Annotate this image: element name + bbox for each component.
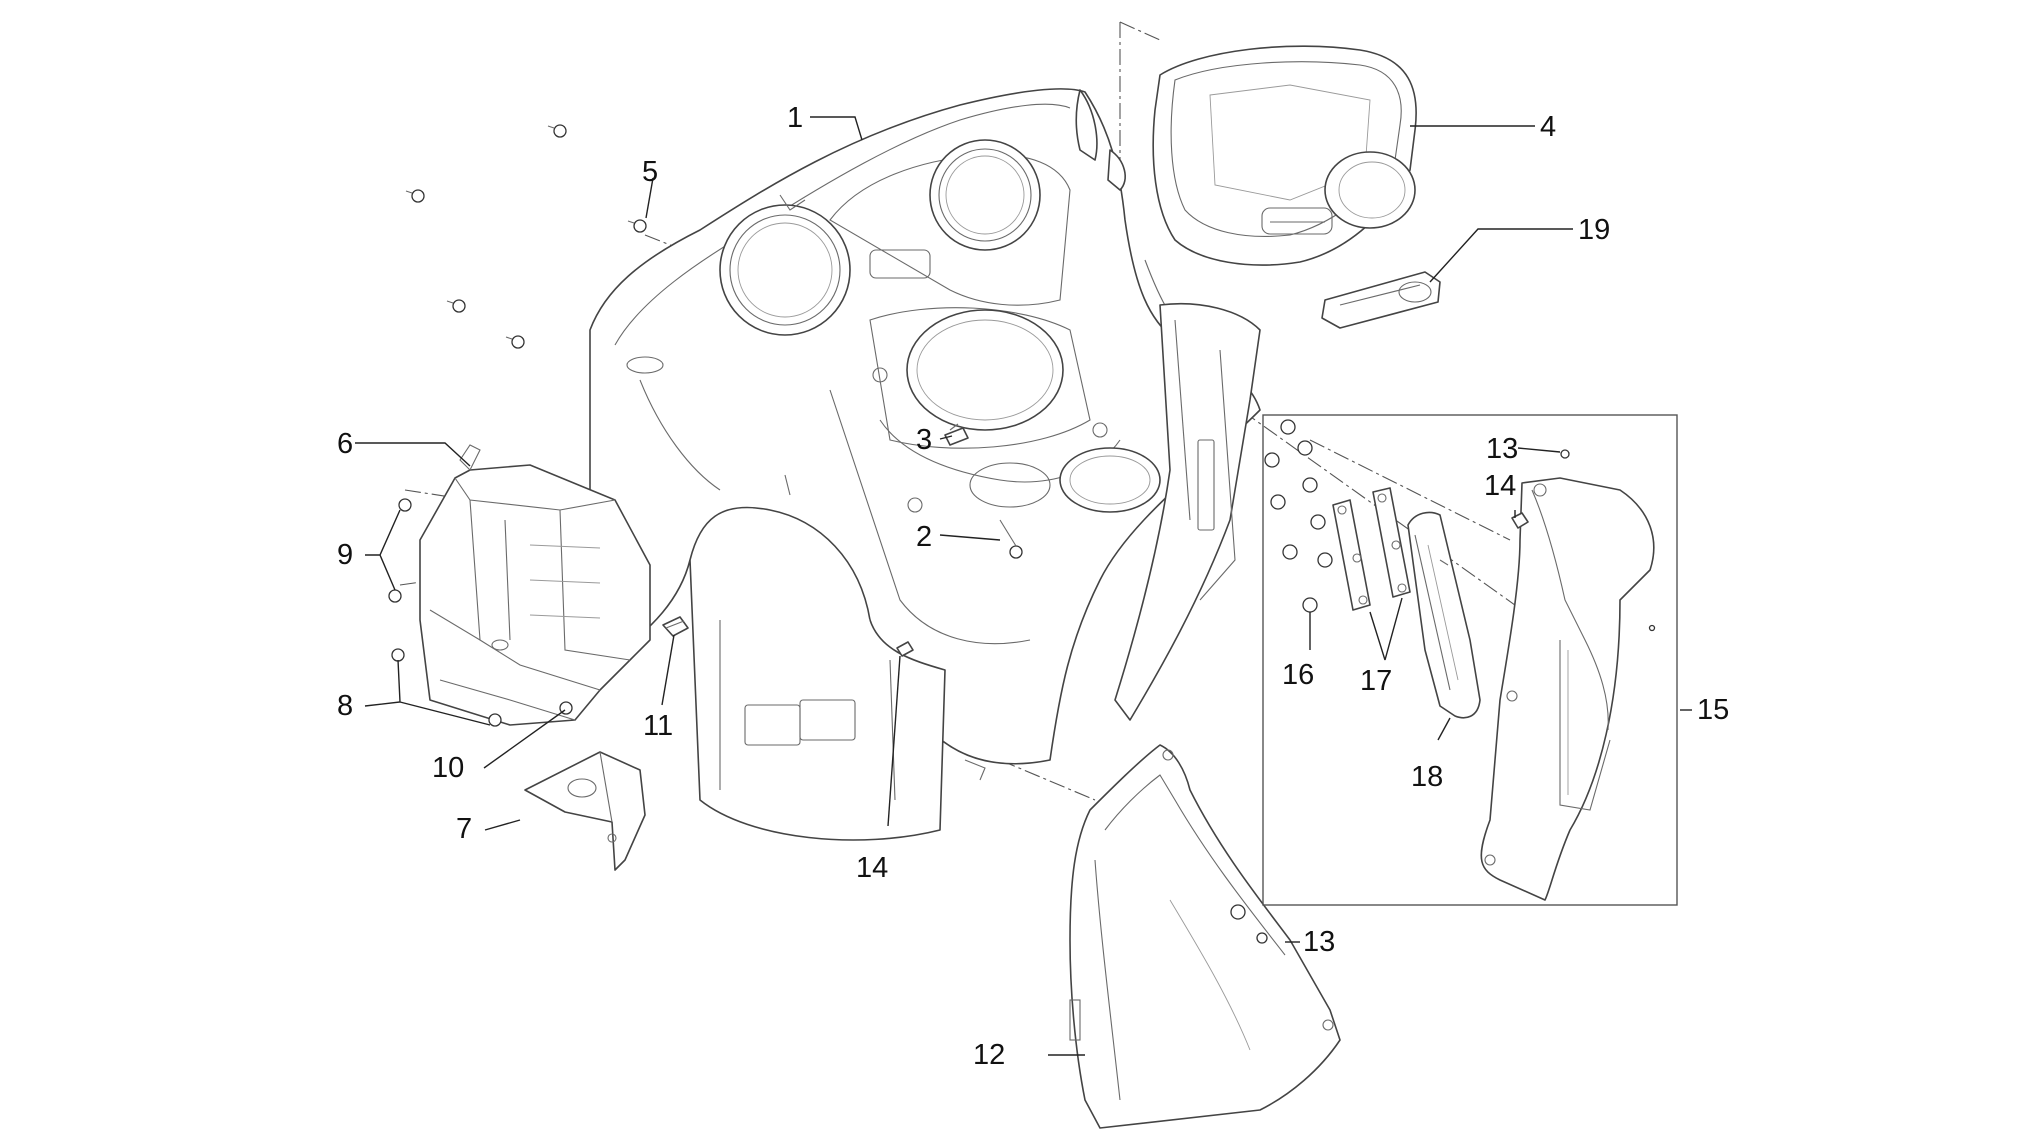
- callout-10: 10: [432, 752, 464, 784]
- screws-parts-8-9-10: [388, 498, 573, 727]
- callout-13-top: 13: [1486, 433, 1518, 465]
- headlight-cover-part-4: [1152, 45, 1417, 266]
- front-shield-part-1: [589, 88, 1261, 841]
- fasteners-parts-2-3: [944, 423, 1023, 559]
- bracket-part-7: [524, 751, 646, 871]
- callout-14-right: 14: [1484, 470, 1516, 502]
- callout-17: 17: [1360, 665, 1392, 697]
- callout-12: 12: [973, 1039, 1005, 1071]
- screws-part-5: [405, 124, 647, 349]
- callout-7: 7: [456, 813, 472, 845]
- callout-18: 18: [1411, 761, 1443, 793]
- callout-16: 16: [1282, 659, 1314, 691]
- callout-14-center: 14: [856, 852, 888, 884]
- inner-panel-group-box: [1262, 414, 1678, 906]
- callout-15: 15: [1697, 694, 1729, 726]
- leg-shield-part-12: [1069, 744, 1341, 1129]
- callout-13-bottom: 13: [1303, 926, 1335, 958]
- storage-box-part-6: [419, 444, 651, 726]
- hardware-parts-13-14: [896, 449, 1570, 944]
- screws-part-16: [1264, 419, 1333, 613]
- callout-labels: 1 2 3 4 5 6 7 8 9 10 11 12 13 13 14 14 1…: [337, 102, 1729, 1071]
- leader-lines: [355, 116, 1692, 1056]
- callout-19: 19: [1578, 214, 1610, 246]
- callout-5: 5: [642, 156, 658, 188]
- callout-4: 4: [1540, 111, 1556, 143]
- callout-11: 11: [643, 710, 673, 742]
- vent-insert-part-18: [1407, 511, 1481, 719]
- callout-2: 2: [916, 521, 932, 553]
- callout-1: 1: [787, 102, 803, 134]
- strips-part-17: [1332, 487, 1411, 611]
- small-light-part-19: [1321, 271, 1441, 329]
- clip-part-11: [662, 616, 689, 637]
- callout-6: 6: [337, 428, 353, 460]
- callout-3: 3: [916, 424, 932, 456]
- inner-panel-part-15: [1480, 477, 1656, 901]
- callout-9: 9: [337, 539, 353, 571]
- callout-8: 8: [337, 690, 353, 722]
